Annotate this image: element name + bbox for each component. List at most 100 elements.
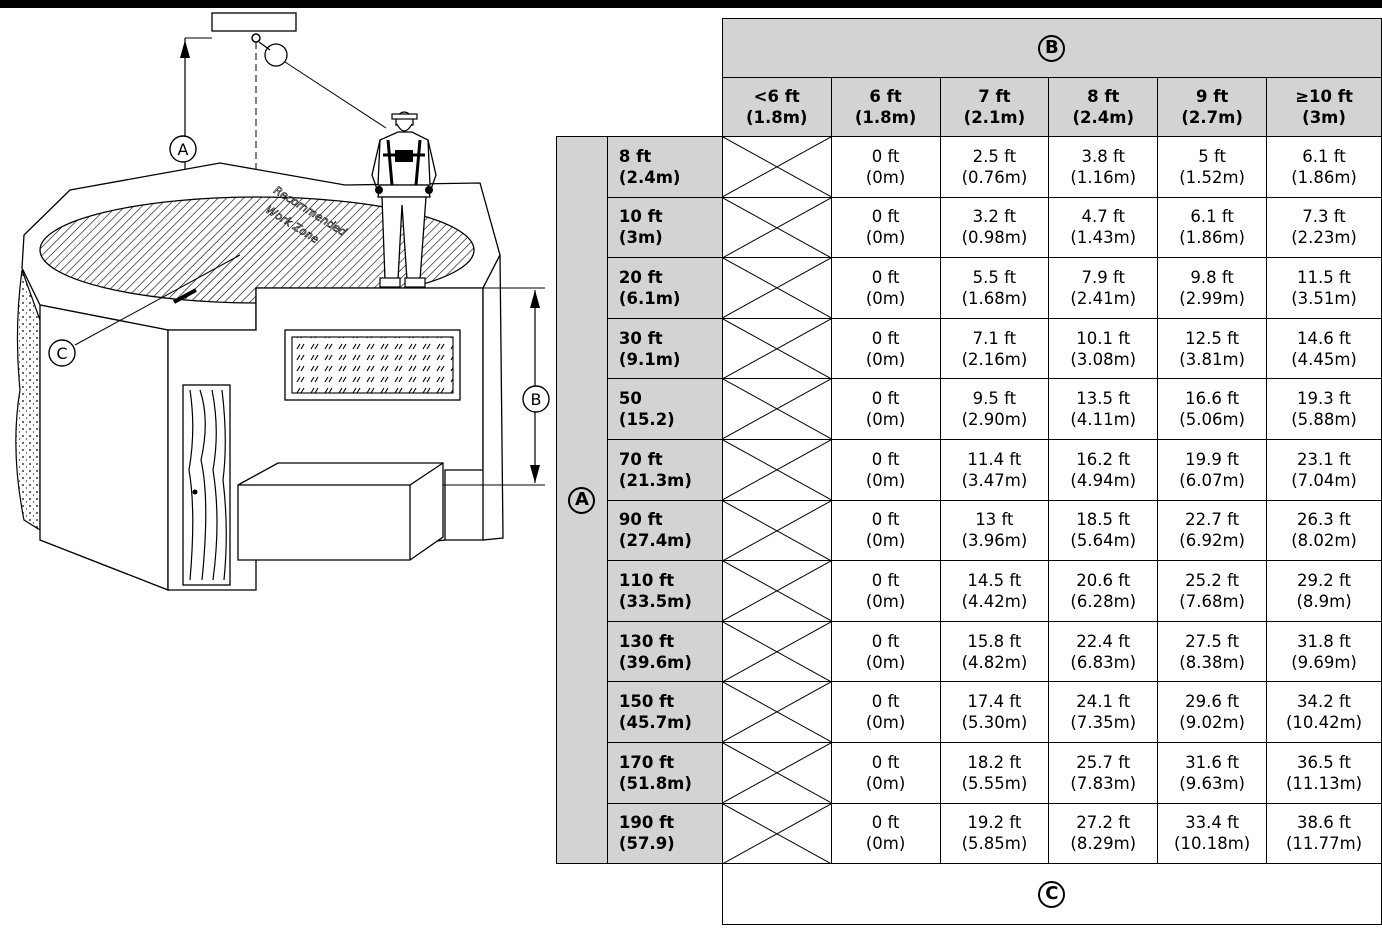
column-header: ≥10 ft(3m) [1266,77,1382,137]
column-header: 9 ft(2.7m) [1157,77,1268,137]
value-ft: 16.2 ft [1076,449,1131,469]
cross-mark-icon [723,682,831,742]
value-cell: 15.8 ft(4.82m) [939,620,1050,683]
value-ft: 38.6 ft [1297,813,1352,833]
value-cell: 3.2 ft(0.98m) [939,196,1050,259]
not-applicable-cell [721,257,832,319]
value-ft: 10.1 ft [1076,328,1131,348]
row-header: 50(15.2) [606,378,723,440]
row-header-ft: 20 ft [618,267,663,287]
value-cell: 29.2 ft(8.9m) [1266,560,1382,622]
value-ft: 19.9 ft [1185,449,1240,469]
value-ft: 6.1 ft [1190,207,1234,227]
value-cell: 14.5 ft(4.42m) [939,560,1050,622]
row-group-a: A [556,135,608,865]
svg-text:A: A [178,140,189,159]
not-applicable-cell [721,802,832,865]
value-ft: 0 ft [871,146,900,166]
value-ft: 29.2 ft [1297,570,1352,590]
row-header-m: (15.2) [618,410,675,430]
value-ft: 31.8 ft [1297,631,1352,651]
clearance-table: B <6 ft(1.8m)6 ft(1.8m)7 ft(2.1m)8 ft(2.… [556,18,1382,926]
value-m: (9.69m) [1291,652,1357,672]
row-header-ft: 150 ft [618,692,675,712]
column-header-ft: 8 ft [1087,87,1120,106]
value-m: (1.86m) [1179,228,1245,248]
value-ft: 6.1 ft [1302,146,1346,166]
value-cell: 0 ft(0m) [830,499,941,562]
not-applicable-cell [721,499,832,562]
value-cell: 3.8 ft(1.16m) [1048,136,1159,198]
column-header-m: (3m) [1302,108,1346,127]
row-header-m: (6.1m) [618,288,681,308]
value-m: (1.68m) [961,288,1028,308]
value-cell: 17.4 ft(5.30m) [939,681,1050,743]
value-cell: 19.9 ft(6.07m) [1157,438,1268,501]
value-m: (2.99m) [1179,288,1245,308]
value-ft: 7.1 ft [972,328,1017,348]
top-border-bar [0,0,1382,8]
value-m: (8.02m) [1291,531,1357,551]
value-ft: 33.4 ft [1185,813,1240,833]
value-m: (10.18m) [1174,834,1251,854]
value-ft: 23.1 ft [1297,449,1352,469]
value-m: (5.85m) [961,834,1028,854]
value-cell: 19.2 ft(5.85m) [939,802,1050,865]
value-ft: 34.2 ft [1297,692,1352,712]
value-m: (4.42m) [961,591,1028,611]
table-row: 20 ft(6.1m)0 ft(0m)5.5 ft(1.68m)7.9 ft(2… [557,257,1382,319]
row-header: 150 ft(45.7m) [606,681,723,743]
callout-b: B [522,385,550,413]
table-row: 110 ft(33.5m)0 ft(0m)14.5 ft(4.42m)20.6 … [557,560,1382,622]
value-ft: 11.5 ft [1297,267,1352,287]
value-cell: 0 ft(0m) [830,620,941,683]
value-m: (3.47m) [961,470,1028,490]
value-ft: 18.5 ft [1076,510,1131,530]
value-ft: 25.2 ft [1185,570,1240,590]
not-applicable-cell [721,378,832,440]
value-ft: 7.3 ft [1302,207,1346,227]
column-header: 6 ft(1.8m) [830,77,941,137]
value-ft: 3.2 ft [972,207,1017,227]
value-cell: 19.3 ft(5.88m) [1266,378,1382,440]
value-ft: 5.5 ft [972,267,1017,287]
value-cell: 7.1 ft(2.16m) [939,317,1050,380]
row-header-ft: 110 ft [618,570,675,590]
not-applicable-cell [721,560,832,622]
value-ft: 29.6 ft [1185,692,1240,712]
value-m: (4.82m) [961,652,1028,672]
value-m: (0m) [865,167,906,187]
value-cell: 14.6 ft(4.45m) [1266,317,1382,380]
column-header-ft: 6 ft [869,87,902,106]
value-m: (0m) [865,591,906,611]
value-m: (2.23m) [1291,228,1357,248]
value-ft: 0 ft [871,328,900,348]
value-m: (8.29m) [1070,834,1137,854]
value-m: (0m) [865,773,906,793]
value-m: (3.81m) [1179,349,1245,369]
anchor-point [251,33,261,43]
value-ft: 13.5 ft [1076,389,1131,409]
value-cell: 27.5 ft(8.38m) [1157,620,1268,683]
value-cell: 10.1 ft(3.08m) [1048,317,1159,380]
callout-c: C [48,339,76,367]
column-header: <6 ft(1.8m) [721,77,832,137]
vent-grille [291,336,454,394]
value-ft: 11.4 ft [967,449,1022,469]
table-row: 90 ft(27.4m)0 ft(0m)13 ft(3.96m)18.5 ft(… [557,499,1382,562]
value-m: (7.35m) [1070,713,1137,733]
value-ft: 20.6 ft [1076,570,1131,590]
row-header-m: (45.7m) [618,713,692,733]
value-cell: 5 ft(1.52m) [1157,136,1268,198]
value-m: (9.63m) [1179,773,1245,793]
value-cell: 16.2 ft(4.94m) [1048,438,1159,501]
value-m: (7.04m) [1291,470,1357,490]
row-header-m: (21.3m) [618,470,692,490]
value-cell: 2.5 ft(0.76m) [939,136,1050,198]
callout-a: A [169,135,197,163]
value-m: (7.83m) [1070,773,1137,793]
table-row: 130 ft(39.6m)0 ft(0m)15.8 ft(4.82m)22.4 … [557,620,1382,683]
value-cell: 11.4 ft(3.47m) [939,438,1050,501]
svg-text:B: B [531,390,542,409]
